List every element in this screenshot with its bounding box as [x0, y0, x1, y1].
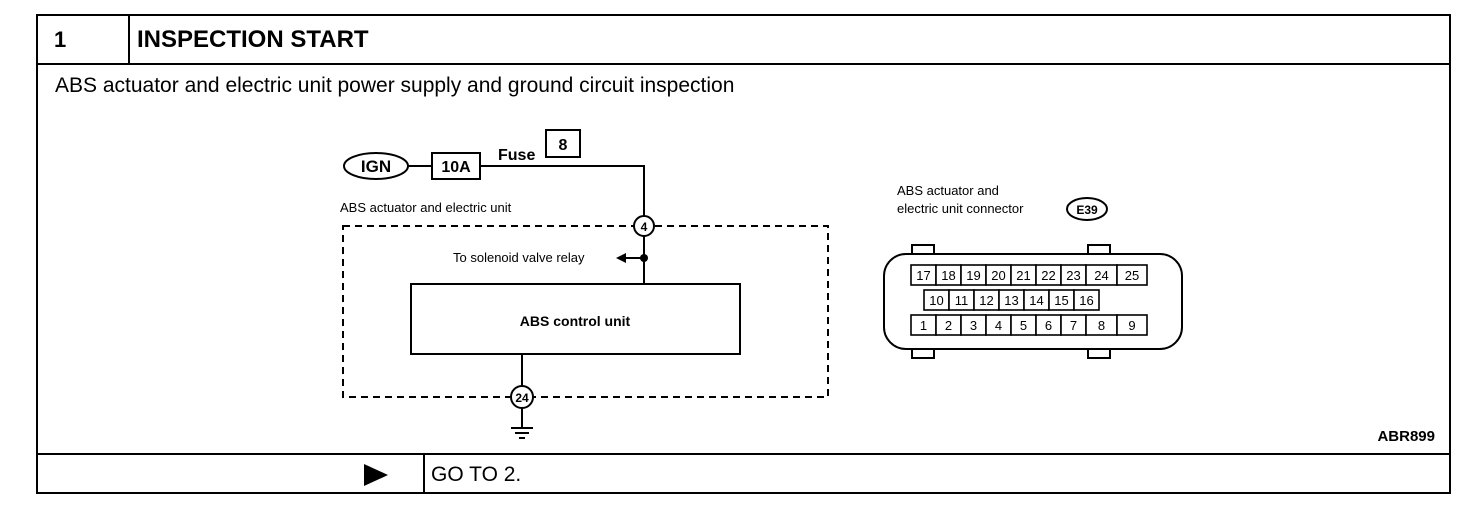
connector-pin-label: 21 — [1016, 268, 1030, 283]
connector-pin-label: 17 — [916, 268, 930, 283]
connector-pin-22: 22 — [1035, 264, 1062, 286]
unit-label: ABS actuator and electric unit — [340, 200, 512, 215]
connector-pin-6: 6 — [1035, 314, 1062, 336]
connector-title-line2: electric unit connector — [897, 201, 1024, 216]
connector-pin-5: 5 — [1010, 314, 1037, 336]
connector-pin-21: 21 — [1010, 264, 1037, 286]
connector-pin-label: 2 — [945, 318, 952, 333]
connector-pin-label: 3 — [970, 318, 977, 333]
ign-label: IGN — [361, 157, 391, 176]
connector-pin-12: 12 — [973, 289, 1000, 311]
connector-title-line1: ABS actuator and — [897, 183, 999, 198]
connector-pin-4: 4 — [985, 314, 1012, 336]
step-description: ABS actuator and electric unit power sup… — [55, 74, 735, 97]
connector-pin-label: 13 — [1004, 293, 1018, 308]
unit-boundary — [342, 225, 829, 398]
connector-pin-23: 23 — [1060, 264, 1087, 286]
arrow-left-icon — [616, 253, 626, 263]
connector-pin-25: 25 — [1116, 264, 1148, 286]
connector-pin-label: 16 — [1079, 293, 1093, 308]
connector-pin-2: 2 — [935, 314, 962, 336]
connector-id: E39 — [1076, 203, 1098, 217]
figure-code: ABR899 — [1377, 428, 1435, 445]
connector-pin-24: 24 — [1085, 264, 1118, 286]
connector-pin-9: 9 — [1116, 314, 1148, 336]
abs-control-unit — [410, 283, 741, 355]
fuse-rating: 10A — [441, 159, 471, 176]
connector-pin-label: 6 — [1045, 318, 1052, 333]
connector-pin-label: 1 — [920, 318, 927, 333]
connector-pin-11: 11 — [948, 289, 975, 311]
result-arrow-cell — [38, 455, 425, 494]
step-number: 1 — [38, 16, 130, 63]
fuse-number: 8 — [559, 137, 568, 154]
connector-pin-label: 15 — [1054, 293, 1068, 308]
connector-pin-label: 5 — [1020, 318, 1027, 333]
connector-pin-label: 18 — [941, 268, 955, 283]
pin-top-label: 4 — [641, 220, 648, 234]
connector-pin-19: 19 — [960, 264, 987, 286]
connector-pin-3: 3 — [960, 314, 987, 336]
connector-pin-label: 9 — [1128, 318, 1135, 333]
connector-id-badge — [1066, 197, 1108, 221]
connector-pin-15: 15 — [1048, 289, 1075, 311]
control-unit-label: ABS control unit — [520, 313, 631, 329]
connector-pin-10: 10 — [923, 289, 950, 311]
connector-pin-label: 19 — [966, 268, 980, 283]
ground-icon — [511, 427, 533, 439]
wire — [480, 165, 645, 216]
connector-pin-20: 20 — [985, 264, 1012, 286]
go-to-next-step[interactable]: GO TO 2. — [431, 463, 522, 486]
connector-pin-label: 4 — [995, 318, 1002, 333]
connector-pin-label: 22 — [1041, 268, 1055, 283]
connector-pin-8: 8 — [1085, 314, 1118, 336]
connector-pin-17: 17 — [910, 264, 937, 286]
connector-pin-label: 23 — [1066, 268, 1080, 283]
connector-pin-7: 7 — [1060, 314, 1087, 336]
connector-pin-label: 25 — [1125, 268, 1139, 283]
play-arrow-icon — [364, 464, 388, 486]
inspection-step-table: 1 INSPECTION START ABS actuator and elec… — [36, 14, 1451, 494]
connector-pin-label: 10 — [929, 293, 943, 308]
fuse-label: Fuse — [498, 147, 535, 164]
connector-pin-18: 18 — [935, 264, 962, 286]
connector-pin-1: 1 — [910, 314, 937, 336]
step-title: INSPECTION START — [137, 26, 369, 53]
connector-pin-label: 12 — [979, 293, 993, 308]
connector-pin-label: 14 — [1029, 293, 1043, 308]
step-header: 1 INSPECTION START — [38, 16, 1449, 65]
fuse-number-box — [545, 129, 581, 158]
solenoid-label: To solenoid valve relay — [453, 250, 585, 265]
connector-pin-16: 16 — [1073, 289, 1100, 311]
connector-pin-label: 24 — [1094, 268, 1108, 283]
connector-pin-label: 8 — [1098, 318, 1105, 333]
connector-pin-13: 13 — [998, 289, 1025, 311]
connector-pin-14: 14 — [1023, 289, 1050, 311]
step-result-row: GO TO 2. — [38, 453, 1449, 494]
pin-bottom-label: 24 — [515, 391, 529, 405]
connector-pin-label: 20 — [991, 268, 1005, 283]
connector-pin-label: 7 — [1070, 318, 1077, 333]
connector-pin-label: 11 — [955, 293, 969, 308]
